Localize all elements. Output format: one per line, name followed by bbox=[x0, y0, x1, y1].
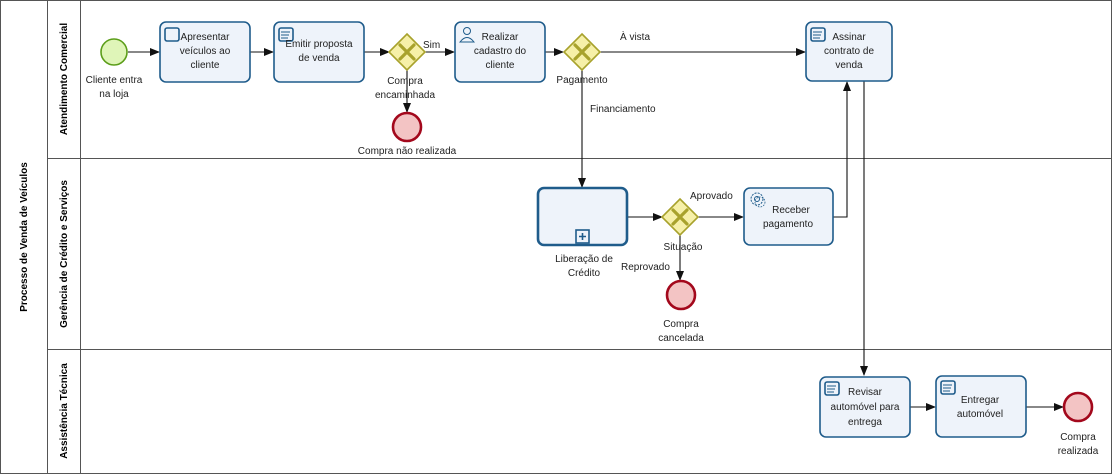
task-review-vehicle[interactable]: Revisar automóvel para entrega bbox=[819, 376, 911, 438]
task-present-line2: veículos ao bbox=[180, 46, 231, 57]
flow-receive-contract bbox=[833, 81, 851, 218]
task-review-line3: entrega bbox=[848, 417, 882, 428]
task-register-line1: Realizar bbox=[482, 32, 519, 43]
task-contract-line2: contrato de bbox=[824, 46, 874, 57]
task-proposal-line1: Emitir proposta bbox=[285, 39, 353, 50]
user-task-icon bbox=[458, 27, 476, 43]
gateway-purchase[interactable] bbox=[387, 32, 427, 72]
lane-commercial-label: Atendimento Comercial bbox=[59, 23, 70, 135]
gateway-status-label: Situação bbox=[664, 242, 703, 253]
task-register-line2: cadastro do bbox=[474, 46, 527, 57]
gateway-status[interactable] bbox=[660, 197, 700, 237]
task-issue-proposal[interactable]: Emitir proposta de venda bbox=[273, 21, 365, 83]
end-event-not-done[interactable] bbox=[391, 111, 423, 143]
task-review-line1: Revisar bbox=[848, 387, 883, 398]
task-register-line3: cliente bbox=[486, 60, 515, 71]
subprocess-credit-line1: Liberação de bbox=[555, 254, 613, 265]
manual-task-icon bbox=[940, 380, 956, 395]
flow-label-approved: Aprovado bbox=[690, 191, 733, 202]
flow-label-rejected: Reprovado bbox=[621, 262, 670, 273]
service-task-gear-icon bbox=[750, 192, 766, 208]
start-event-label-line1: Cliente entra bbox=[86, 75, 143, 86]
end-cancelled-line1: Compra bbox=[663, 319, 699, 330]
task-deliver-line1: Entregar bbox=[961, 395, 1000, 406]
flow-label-cash: À vista bbox=[620, 30, 650, 43]
pool-label: Processo de Venda de Veículos bbox=[19, 162, 30, 312]
task-deliver-line2: automóvel bbox=[957, 409, 1003, 420]
start-event-label-line2: na loja bbox=[99, 89, 129, 100]
manual-task-icon bbox=[824, 381, 840, 396]
end-not-done-label: Compra não realizada bbox=[358, 146, 457, 157]
gateway-purchase-line1: Compra bbox=[387, 76, 423, 87]
task-proposal-line2: de venda bbox=[298, 53, 340, 64]
gateway-payment-label: Pagamento bbox=[556, 75, 608, 86]
exclusive-gateway-icon bbox=[573, 43, 591, 61]
end-cancelled-line2: cancelada bbox=[658, 333, 704, 344]
task-receive-line2: pagamento bbox=[763, 219, 813, 230]
subprocess-credit-line2: Crédito bbox=[568, 268, 601, 279]
lane-credit-label: Gerência de Crédito e Serviços bbox=[59, 180, 70, 328]
task-register-customer[interactable]: Realizar cadastro do cliente bbox=[454, 21, 546, 83]
task-present-vehicles[interactable]: Apresentar veículos ao cliente bbox=[159, 21, 251, 83]
sequence-flows bbox=[128, 48, 1064, 411]
task-receive-payment[interactable]: Receber pagamento bbox=[743, 187, 834, 246]
expand-subprocess-icon[interactable] bbox=[575, 229, 590, 244]
flow-label-financing: Financiamento bbox=[590, 104, 656, 115]
exclusive-gateway-icon bbox=[398, 43, 416, 61]
task-review-line2: automóvel para bbox=[831, 402, 900, 413]
task-deliver-vehicle[interactable]: Entregar automóvel bbox=[935, 375, 1027, 438]
manual-task-icon bbox=[810, 27, 826, 42]
gateway-purchase-line2: encaminhada bbox=[375, 90, 435, 101]
task-present-line1: Apresentar bbox=[181, 32, 231, 43]
start-event[interactable] bbox=[100, 38, 128, 66]
task-present-line3: cliente bbox=[191, 60, 220, 71]
task-contract-line1: Assinar bbox=[832, 32, 866, 43]
end-done-line1: Compra bbox=[1060, 432, 1096, 443]
lane-technical-label: Assistência Técnica bbox=[59, 363, 70, 459]
task-contract-line3: venda bbox=[835, 60, 863, 71]
manual-task-icon bbox=[278, 27, 294, 42]
gateway-payment[interactable] bbox=[562, 32, 602, 72]
end-done-line2: realizada bbox=[1058, 446, 1099, 457]
end-event-cancelled[interactable] bbox=[665, 279, 697, 311]
exclusive-gateway-icon bbox=[671, 208, 689, 226]
task-receive-line1: Receber bbox=[772, 205, 810, 216]
end-event-done[interactable] bbox=[1062, 391, 1094, 423]
flow-label-sim: Sim bbox=[423, 40, 440, 51]
subprocess-credit-release[interactable] bbox=[536, 186, 629, 247]
manual-task-icon bbox=[164, 27, 180, 42]
task-sign-contract[interactable]: Assinar contrato de venda bbox=[805, 21, 893, 82]
